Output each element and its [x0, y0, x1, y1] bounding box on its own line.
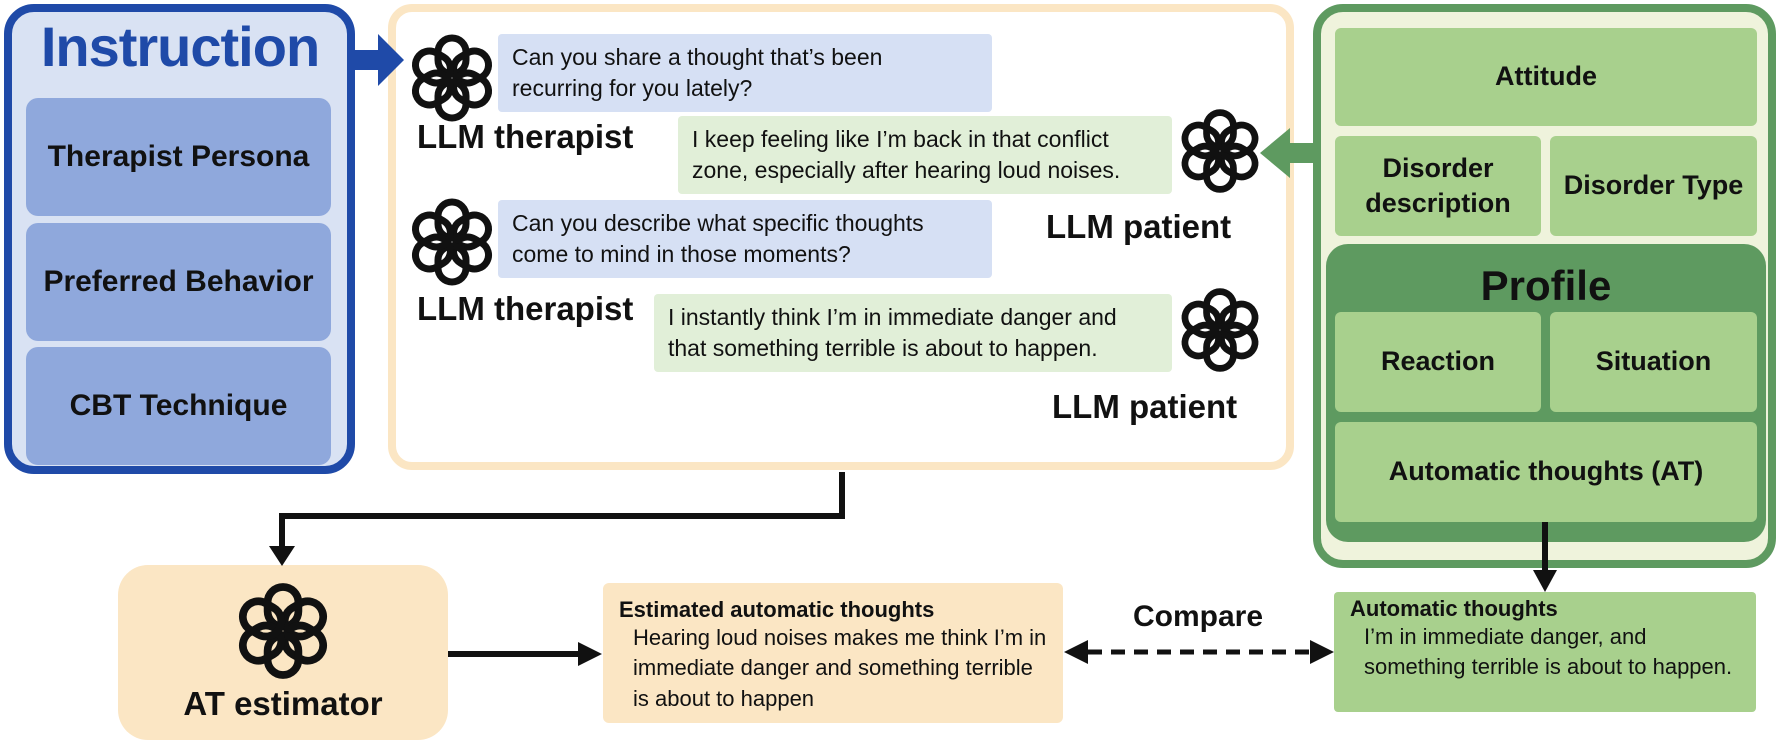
dialogue-to-estimator-arrowhead	[269, 546, 295, 566]
instruction-item-cbt-technique: CBT Technique	[26, 347, 331, 465]
compare-arrowhead-right	[1310, 640, 1334, 664]
profile-title: Profile	[1480, 262, 1612, 309]
situation-box: Situation	[1550, 312, 1757, 412]
automatic-thoughts-box: Automatic thoughts (AT)	[1335, 422, 1757, 522]
estimated-thoughts-box: Estimated automatic thoughts Hearing lou…	[603, 583, 1063, 723]
compare-label: Compare	[1132, 600, 1264, 633]
patient-message-1: I keep feeling like I’m back in that con…	[678, 116, 1172, 195]
patient-message-2: I instantly think I’m in immediate dange…	[654, 294, 1172, 373]
instruction-to-dialogue-arrow	[355, 34, 404, 86]
patient-label-1: LLM patient	[1046, 208, 1232, 245]
dialogue-to-estimator-arrow	[279, 472, 845, 548]
reaction-box: Reaction	[1335, 312, 1541, 412]
instruction-title: Instruction	[40, 15, 320, 78]
at-estimator-box	[118, 565, 448, 740]
compare-arrowhead-left	[1064, 640, 1088, 664]
ground-truth-thoughts-text: I’m in immediate danger, and something t…	[1364, 624, 1733, 680]
estimator-to-estimate-arrowhead	[578, 642, 602, 666]
patient-label-2: LLM patient	[1052, 388, 1238, 425]
disorder-type-box: Disorder Type	[1550, 136, 1757, 236]
disorder-description-box: Disorder description	[1335, 136, 1541, 236]
estimated-thoughts-title: Estimated automatic thoughts	[619, 597, 935, 622]
profile-to-patient-arrow	[1260, 128, 1313, 178]
instruction-item-preferred-behavior: Preferred Behavior	[26, 223, 331, 341]
therapist-message-1: Can you share a thought that’s been recu…	[498, 34, 992, 113]
therapist-label-1: LLM therapist	[417, 118, 634, 155]
profile-to-at-arrowhead	[1533, 570, 1557, 592]
at-estimator-label: AT estimator	[183, 685, 383, 722]
therapist-label-2: LLM therapist	[417, 290, 634, 327]
attitude-box: Attitude	[1335, 28, 1757, 126]
ground-truth-thoughts-box: Automatic thoughts I’m in immediate dang…	[1334, 592, 1756, 712]
estimated-thoughts-text: Hearing loud noises makes me think I’m i…	[633, 625, 1047, 711]
ground-truth-thoughts-title: Automatic thoughts	[1350, 596, 1558, 621]
instruction-item-therapist-persona: Therapist Persona	[26, 98, 331, 216]
therapist-message-2: Can you describe what specific thoughts …	[498, 200, 992, 279]
